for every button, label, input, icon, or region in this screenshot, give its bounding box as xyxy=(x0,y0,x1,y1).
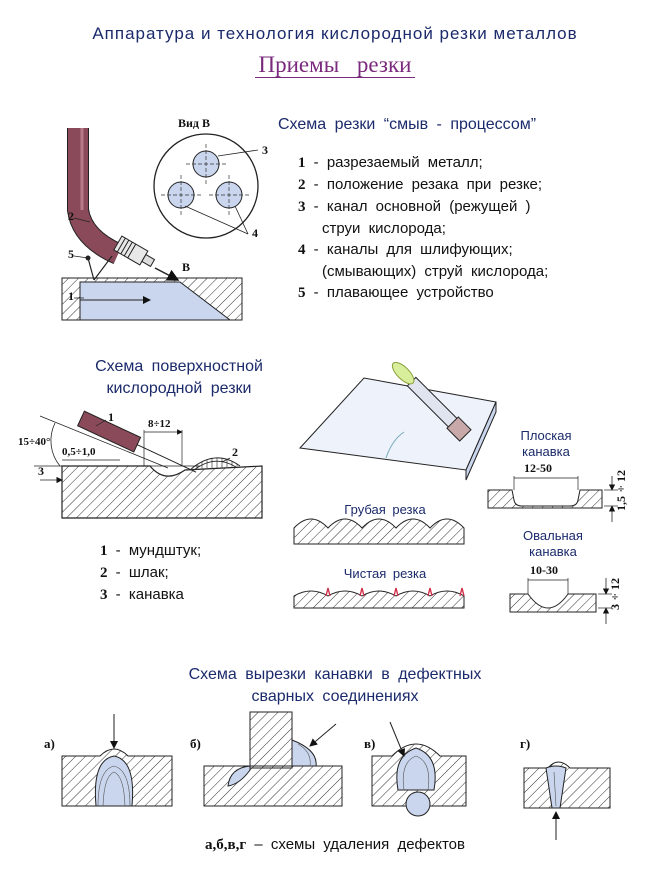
subtitle-text: Приемы резки xyxy=(254,52,416,78)
view-b-label: Вид В xyxy=(178,116,210,130)
gap-label: 0,5÷1,0 xyxy=(62,446,96,458)
legend-item: 4 - каналы для шлифующих; xyxy=(298,241,513,258)
legend-item: струи кислорода; xyxy=(322,220,446,237)
torch-tube xyxy=(68,128,123,264)
cut-metal xyxy=(79,281,232,321)
defect-scheme-d xyxy=(523,761,611,840)
caption-bold: а,б,в,г xyxy=(205,837,247,853)
defect-schemes-heading: Схема вырезки канавки в дефектных сварны… xyxy=(188,666,482,705)
defect-scheme-b xyxy=(203,711,343,807)
scheme-c-label: в) xyxy=(364,736,376,751)
cut-quality-diagram xyxy=(293,361,618,624)
legend-item: 2 - шлак; xyxy=(100,564,169,581)
oval-groove-title: Овальная канавка xyxy=(523,528,583,559)
surface-cutting-diagram xyxy=(34,410,263,519)
span-label: 8÷12 xyxy=(148,418,171,430)
defect-scheme-c xyxy=(371,721,467,817)
legend-item: 5 - плавающее устройство xyxy=(298,284,494,301)
legend-item: 2 - положение резака при резке; xyxy=(298,176,543,193)
wash-process-legend: 1 - разрезаемый металл; 2 - положение ре… xyxy=(298,152,548,304)
legend-item: 3 - канал основной (режущей ) xyxy=(298,198,531,215)
rough-cut-label: Грубая резка xyxy=(344,502,426,517)
oval-groove-depth: 3÷12 xyxy=(608,578,622,610)
legend-item: (смывающих) струй кислорода; xyxy=(322,263,549,280)
plate-torch xyxy=(391,361,472,442)
caption-text: – схемы удаления дефектов xyxy=(246,836,465,853)
oval-groove xyxy=(509,593,597,613)
callout-5: 5 xyxy=(68,247,74,261)
legend-item: 1 - мундштук; xyxy=(100,542,202,559)
scheme-a-label: а) xyxy=(44,736,55,751)
defect-scheme-a xyxy=(61,714,173,807)
surface-torch xyxy=(76,410,197,473)
callout-2: 2 xyxy=(68,209,74,223)
surface-cutting-heading: Схема поверхностной кислородной резки xyxy=(95,358,263,397)
rough-cut-profile xyxy=(293,518,465,545)
callout-s1: 1 xyxy=(108,410,114,424)
wash-process-heading: Схема резки “смыв - процессом” xyxy=(278,116,537,133)
torch-nozzle xyxy=(113,235,156,268)
page-title: Аппаратура и технология кислородной резк… xyxy=(92,24,578,43)
callout-3: 3 xyxy=(262,143,268,157)
view-b-circle xyxy=(153,133,259,239)
callout-s2: 2 xyxy=(232,445,238,459)
scheme-b-label: б) xyxy=(190,736,201,751)
scheme-d-label: г) xyxy=(520,736,531,751)
callout-1: 1 xyxy=(68,289,74,303)
flat-groove xyxy=(487,489,603,509)
callout-4: 4 xyxy=(252,226,258,240)
flat-groove-width: 12-50 xyxy=(524,461,552,475)
page-subtitle: Приемы резки xyxy=(0,52,670,78)
angle-label: 15÷40° xyxy=(18,436,51,448)
legend-item: 1 - разрезаемый металл; xyxy=(298,154,483,171)
clean-cut-label: Чистая резка xyxy=(343,566,427,581)
surface-cutting-legend: 1 - мундштук; 2 - шлак; 3 - канавка xyxy=(100,540,201,606)
defect-caption: а,б,в,г – схемы удаления дефектов xyxy=(0,834,670,856)
surface-workpiece xyxy=(61,465,263,519)
flat-groove-title: Плоская канавка xyxy=(520,428,572,459)
callout-s3: 3 xyxy=(38,464,44,478)
oval-groove-width: 10-30 xyxy=(530,563,558,577)
direction-b-label: В xyxy=(182,260,191,274)
wash-process-diagram xyxy=(61,128,259,321)
clean-cut-profile xyxy=(293,590,465,609)
plate-surface xyxy=(298,377,497,471)
flat-groove-depth: 1,5÷12 xyxy=(614,470,628,511)
legend-item: 3 - канавка xyxy=(100,586,184,603)
